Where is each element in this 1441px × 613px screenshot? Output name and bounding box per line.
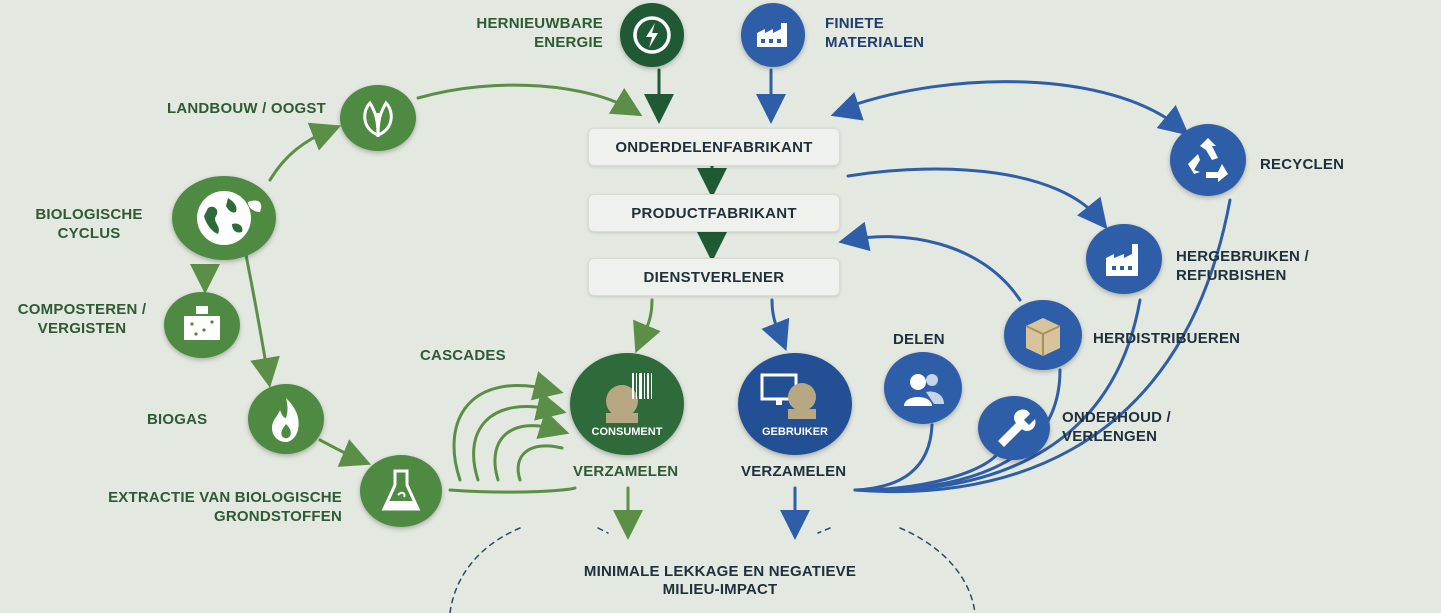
parts-maker-box: ONDERDELENFABRIKANT xyxy=(588,128,840,166)
recycle-icon xyxy=(1188,138,1228,182)
redistribute-node xyxy=(1004,300,1082,370)
consumer-icon xyxy=(606,373,652,423)
agriculture-label: LANDBOUW / OOGST xyxy=(166,100,326,117)
factory-icon xyxy=(757,23,787,47)
extraction-node xyxy=(360,455,442,527)
bio-cycle-node xyxy=(172,176,276,260)
compost-label: COMPOSTEREN / VERGISTEN xyxy=(17,301,147,337)
recycle-label: RECYCLEN xyxy=(1260,156,1345,173)
bio-cycle-label: BIOLOGISCHE CYCLUS xyxy=(35,206,143,242)
compost-box-icon xyxy=(184,306,220,340)
maintain-node xyxy=(978,396,1050,460)
renewable-energy-node xyxy=(620,3,684,67)
cascades-label: CASCADES xyxy=(420,347,506,364)
compost-node xyxy=(164,292,240,358)
leaf-icon xyxy=(363,100,393,138)
reuse-label: HERGEBRUIKEN / REFURBISHEN xyxy=(1176,248,1309,284)
finite-materials-label: FINIETE MATERIALEN xyxy=(825,15,925,51)
redistribute-label: HERDISTRIBUEREN xyxy=(1093,330,1241,347)
renewable-energy-label: HERNIEUWBARE ENERGIE xyxy=(476,15,603,51)
flame-icon xyxy=(272,398,299,442)
wrench-icon xyxy=(998,409,1036,447)
share-node xyxy=(884,352,962,424)
bolt-icon xyxy=(633,16,671,54)
reuse-node xyxy=(1086,224,1162,294)
globe-icon xyxy=(197,191,262,245)
biogas-node xyxy=(248,384,324,454)
recycle-node xyxy=(1170,124,1246,196)
bottom-line-2: MILIEU-IMPACT xyxy=(662,581,778,598)
bottom-line-1: MINIMALE LEKKAGE EN NEGATIEVE xyxy=(583,563,857,580)
collect-left-label: VERZAMELEN xyxy=(573,463,679,480)
agriculture-node xyxy=(340,85,416,151)
extraction-label: EXTRACTIE VAN BIOLOGISCHE GRONDSTOFFEN xyxy=(108,489,342,525)
finite-materials-node xyxy=(741,3,805,67)
user-computer-icon xyxy=(760,373,816,419)
consumer-node: CONSUMENT xyxy=(570,353,684,455)
service-provider-box: DIENSTVERLENER xyxy=(588,258,840,296)
collect-right-label: VERZAMELEN xyxy=(741,463,847,480)
biogas-label: BIOGAS xyxy=(147,411,208,428)
user-label: GEBRUIKER xyxy=(761,426,828,438)
maintain-label: ONDERHOUD / VERLENGEN xyxy=(1062,409,1171,445)
people-icon xyxy=(904,374,944,406)
refurbish-factory-icon xyxy=(1106,244,1138,276)
consumer-label: CONSUMENT xyxy=(591,426,663,438)
flask-icon xyxy=(381,469,421,511)
share-label: DELEN xyxy=(893,331,945,348)
user-node: GEBRUIKER xyxy=(738,353,852,455)
package-icon xyxy=(1025,318,1061,356)
product-maker-box: PRODUCTFABRIKANT xyxy=(588,194,840,232)
